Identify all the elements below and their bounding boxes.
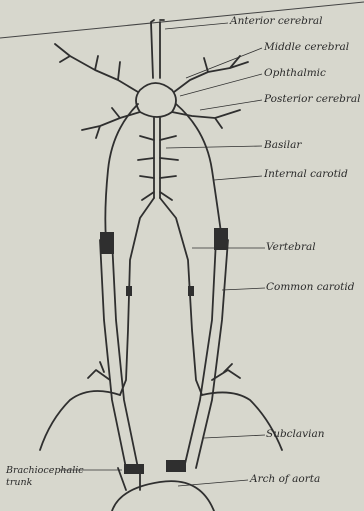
label-anterior-cerebral: Anterior cerebral <box>230 16 323 27</box>
label-subclavian: Subclavian <box>266 429 325 440</box>
label-arch-of-aorta: Arch of aorta <box>250 474 320 485</box>
leader-lines <box>60 23 265 486</box>
right-carotid-shade <box>214 228 228 250</box>
brachio-shade <box>124 464 144 474</box>
label-brachiocephalic-line2: trunk <box>6 478 32 488</box>
left-vertebral-shade <box>126 286 132 296</box>
label-basilar: Basilar <box>264 140 301 151</box>
label-ophthalmic: Ophthalmic <box>264 68 326 79</box>
anterior-cerebral-artery <box>151 20 164 78</box>
circle-of-willis <box>136 83 176 117</box>
aorta-shade <box>166 460 186 472</box>
arch-of-aorta <box>112 481 214 511</box>
right-posterior-cerebral <box>172 110 240 128</box>
left-vertebral <box>120 198 154 395</box>
label-brachiocephalic-line1: Brachiocephalic <box>6 466 84 476</box>
label-internal-carotid: Internal carotid <box>264 169 348 180</box>
right-vertebral-shade <box>188 286 194 296</box>
left-carotid-shade <box>100 232 114 254</box>
label-vertebral: Vertebral <box>266 242 316 253</box>
right-internal-carotid <box>176 104 222 240</box>
right-common-carotid <box>184 240 228 468</box>
right-vertebral <box>160 198 202 395</box>
basilar-branches <box>138 136 178 200</box>
left-subclavian-branches <box>88 362 110 380</box>
right-middle-cerebral <box>174 56 248 92</box>
left-internal-carotid <box>105 104 138 240</box>
right-subclavian <box>202 392 282 450</box>
left-common-carotid <box>100 240 138 468</box>
label-common-carotid: Common carotid <box>266 282 354 293</box>
left-subclavian <box>40 391 120 450</box>
label-posterior-cerebral: Posterior cerebral <box>264 94 361 105</box>
left-middle-cerebral <box>55 44 138 92</box>
label-middle-cerebral: Middle cerebral <box>264 42 349 53</box>
